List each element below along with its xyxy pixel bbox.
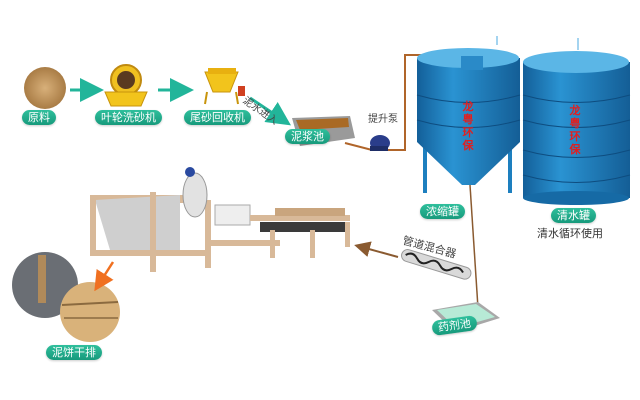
mud-cake-image	[12, 252, 120, 342]
mixer-arrow	[354, 241, 399, 258]
tailings-recycler-image	[204, 68, 245, 105]
label-thickener: 浓缩罐	[420, 204, 465, 219]
label-slurry-pool: 泥浆池	[285, 129, 330, 144]
chemical-line	[469, 184, 479, 309]
pump-image	[370, 135, 390, 151]
pump-text: 提升泵	[368, 114, 398, 125]
raw-material-image	[24, 67, 66, 109]
belt-press-machine-image	[90, 167, 350, 272]
label-tailings-recycler: 尾砂回收机	[184, 110, 251, 125]
pipe-mixer-image	[401, 249, 472, 280]
sand-washer-image	[104, 64, 148, 107]
clear-reuse-text: 清水循环使用	[537, 227, 603, 240]
arrow-3	[249, 96, 291, 126]
label-raw-material: 原料	[22, 110, 56, 125]
clear-water-tank-image	[522, 51, 631, 205]
thickener-tank-image	[416, 48, 521, 193]
label-sand-washer: 叶轮洗砂机	[95, 110, 162, 125]
label-mud-cake: 泥饼干排	[46, 345, 102, 360]
label-clear-tank: 清水罐	[551, 208, 596, 223]
cake-arrow	[94, 261, 115, 292]
